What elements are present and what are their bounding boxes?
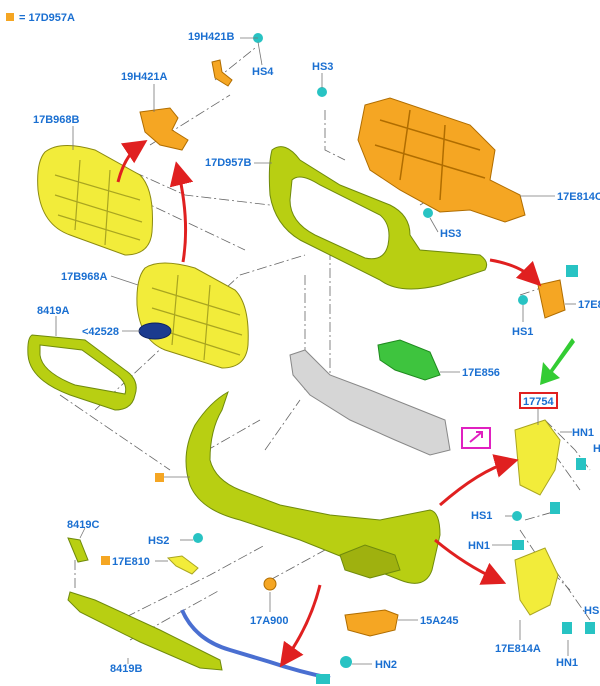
legend-swatch bbox=[6, 13, 14, 21]
label-17B968A: 17B968A bbox=[61, 271, 108, 283]
marker-17D957A bbox=[155, 473, 164, 482]
label-17E810: 17E810 bbox=[112, 556, 150, 568]
label-8419C: 8419C bbox=[67, 519, 99, 531]
green-arrow bbox=[540, 338, 575, 385]
label-17754: 17754 bbox=[523, 396, 554, 408]
fasteners bbox=[193, 33, 595, 684]
label-hn1-c: HN1 bbox=[556, 657, 578, 669]
label-hs3-mid: HS3 bbox=[440, 228, 461, 240]
label-19H421A: 19H421A bbox=[121, 71, 168, 83]
highlight-box-17754 bbox=[519, 392, 558, 409]
label-17E856: 17E856 bbox=[462, 367, 500, 379]
wiring-harness[interactable] bbox=[180, 609, 331, 680]
label-hs1-right: HS1 bbox=[512, 326, 533, 338]
grille-surround-8419A[interactable] bbox=[27, 334, 137, 411]
bumper-reinforcement-beam[interactable] bbox=[289, 349, 451, 456]
upper-bumper-cover-17D957B[interactable] bbox=[268, 146, 488, 290]
lower-lip-8419B[interactable] bbox=[67, 591, 223, 671]
label-hn1-b: HN1 bbox=[468, 540, 490, 552]
red-arrows bbox=[116, 140, 542, 668]
legend-text: = 17D957A bbox=[19, 12, 75, 24]
label-17E8-right: 17E8 bbox=[578, 299, 600, 311]
lower-grille-17B968A[interactable] bbox=[136, 262, 249, 369]
label-hn1-a: HN1 bbox=[572, 427, 594, 439]
part-labels: 19H421B HS4 19H421A HS3 17B968B 17D957B … bbox=[33, 31, 600, 675]
bracket-17754[interactable] bbox=[514, 419, 561, 496]
bracket-17E810[interactable] bbox=[166, 555, 199, 575]
sensor-17A900[interactable] bbox=[263, 577, 277, 591]
label-17D957B: 17D957B bbox=[205, 157, 252, 169]
label-17E814C: 17E814C bbox=[557, 191, 600, 203]
marker-17E810 bbox=[101, 556, 110, 565]
front-bumper-cover[interactable] bbox=[185, 390, 441, 584]
label-17A900: 17A900 bbox=[250, 615, 289, 627]
view-detail-icon[interactable] bbox=[461, 427, 491, 449]
bracket-19H421A[interactable] bbox=[139, 107, 189, 151]
upper-grille-17B968B[interactable] bbox=[37, 145, 153, 256]
label-hs4: HS4 bbox=[252, 66, 274, 78]
trim-8419C[interactable] bbox=[67, 537, 89, 563]
label-hn2: HN2 bbox=[375, 659, 397, 671]
label-15A245: 15A245 bbox=[420, 615, 459, 627]
bracket-17E814A[interactable] bbox=[514, 547, 559, 616]
label-hs2: HS2 bbox=[148, 535, 169, 547]
label-8419B: 8419B bbox=[110, 663, 142, 675]
label-hs-edge: HS bbox=[584, 605, 599, 617]
label-hs1-b: HS1 bbox=[471, 510, 492, 522]
label-8419A: 8419A bbox=[37, 305, 69, 317]
radiator-support-17E814C[interactable] bbox=[357, 97, 526, 223]
bracket-17E8[interactable] bbox=[537, 279, 566, 319]
ford-emblem-42528[interactable] bbox=[138, 322, 172, 340]
label-17B968B: 17B968B bbox=[33, 114, 80, 126]
energy-absorber-17E856[interactable] bbox=[377, 339, 441, 381]
label-h-edge: H bbox=[593, 443, 600, 455]
label-42528: <42528 bbox=[82, 326, 119, 338]
assembly-lines bbox=[59, 47, 591, 641]
label-17E814A: 17E814A bbox=[495, 643, 541, 655]
label-hs3-top: HS3 bbox=[312, 61, 333, 73]
bracket-19H421B[interactable] bbox=[211, 59, 233, 87]
label-19H421B: 19H421B bbox=[188, 31, 235, 43]
bracket-15A245[interactable] bbox=[344, 609, 399, 637]
leader-lines bbox=[55, 37, 576, 665]
